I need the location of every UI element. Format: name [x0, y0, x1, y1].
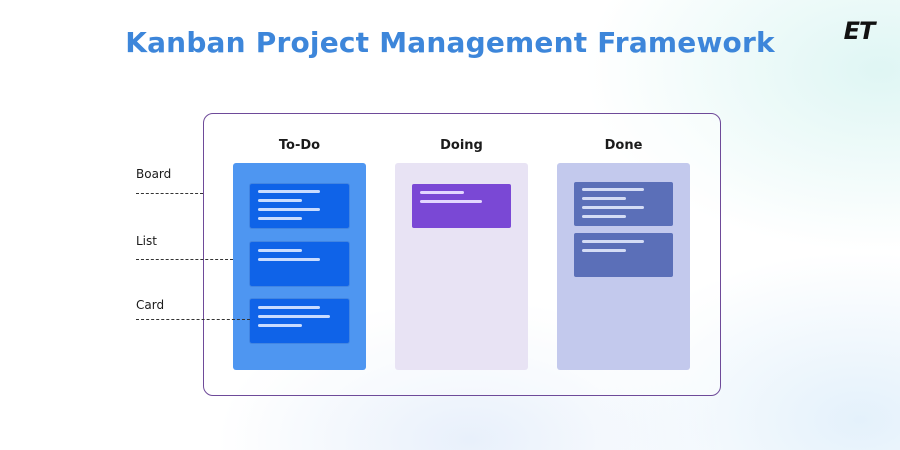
- card-doing-1: [412, 184, 511, 228]
- label-card: Card: [136, 298, 165, 312]
- leader-line-card: [136, 319, 250, 320]
- label-board: Board: [136, 167, 172, 181]
- page-title: Kanban Project Management Framework: [125, 26, 775, 59]
- card-todo-1: [250, 184, 349, 228]
- card-todo-2: [250, 242, 349, 286]
- list-done: [557, 163, 690, 370]
- leader-line-board: [136, 193, 203, 194]
- column-header-doing: Doing: [440, 138, 483, 153]
- card-done-1: [574, 182, 673, 226]
- brand-logo: ET: [843, 17, 876, 45]
- card-todo-3: [250, 299, 349, 343]
- column-header-todo: To-Do: [278, 138, 321, 153]
- card-done-2: [574, 233, 673, 277]
- list-todo: [233, 163, 366, 370]
- list-doing: [395, 163, 528, 370]
- label-list: List: [136, 234, 157, 248]
- leader-line-list: [136, 259, 233, 260]
- column-header-done: Done: [604, 138, 643, 153]
